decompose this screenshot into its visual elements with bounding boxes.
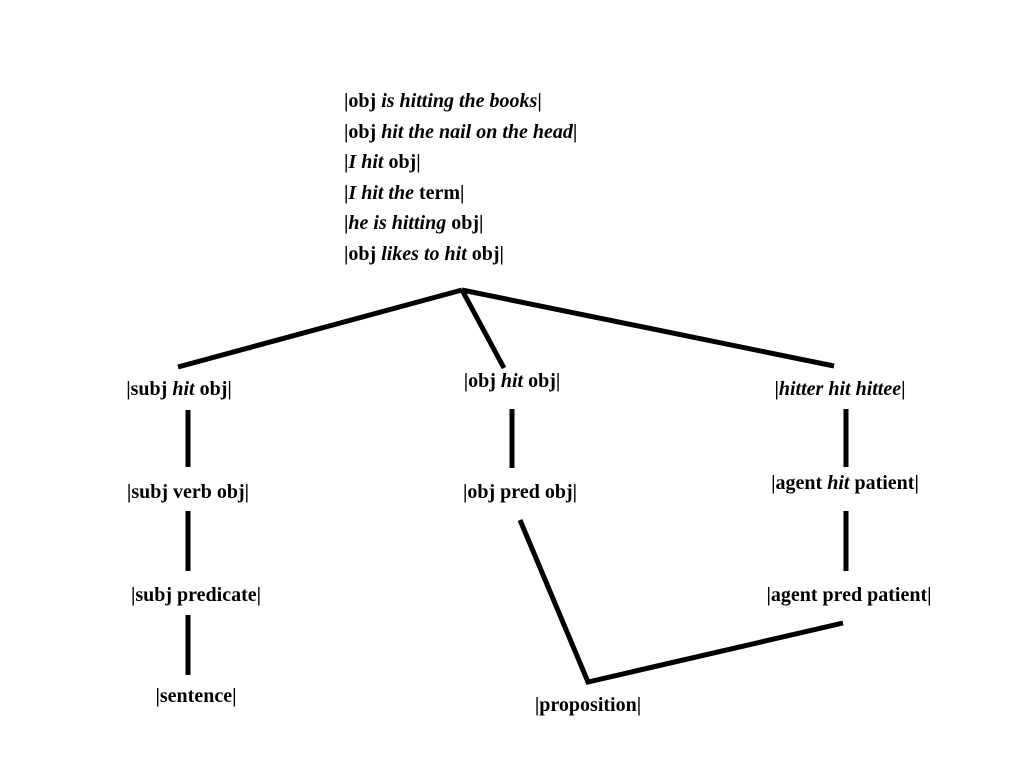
label-italic-segment: hitter hit hittee	[778, 378, 902, 400]
label-italic-segment: I hit the	[348, 181, 414, 204]
label-segment: |agent	[771, 472, 828, 494]
node-subj-hit-obj: |subj hit obj|	[126, 374, 232, 405]
label-segment: |	[344, 212, 349, 234]
label-segment: |obj	[344, 90, 382, 112]
root-expression: |I hit the term|	[344, 178, 577, 209]
edge-root-to-obj-hit-obj	[459, 288, 507, 370]
label-italic-segment: hit	[827, 472, 850, 494]
label-segment: obj|	[523, 370, 561, 392]
root-expression: |obj is hitting the books|	[344, 86, 577, 117]
label-italic-segment: is hitting the books	[381, 90, 538, 112]
label-segment: |subj predicate|	[130, 584, 262, 606]
root-expression: |he is hitting obj|	[344, 208, 577, 239]
label-segment: |	[344, 151, 349, 173]
root-expression: |obj likes to hit obj|	[344, 239, 577, 270]
label-segment: patient|	[849, 472, 919, 494]
label-italic-segment: hit the nail on the head	[381, 120, 573, 143]
label-segment: term|	[413, 181, 465, 204]
label-italic-segment: I hit	[348, 151, 384, 173]
edge-root-to-hitter-hit-hittee	[461, 287, 835, 369]
label-segment: |	[774, 378, 779, 400]
label-segment: |	[901, 378, 906, 400]
label-segment: obj|	[383, 151, 421, 173]
label-segment: |	[537, 90, 542, 112]
label-segment: obj|	[446, 212, 484, 234]
node-obj-hit-obj: |obj hit obj|	[464, 366, 561, 397]
label-segment: obj|	[466, 242, 504, 265]
node-proposition: |proposition|	[535, 690, 641, 721]
label-segment: |proposition|	[534, 694, 642, 716]
label-segment: |	[572, 120, 578, 143]
node-obj-pred-obj: |obj pred obj|	[463, 477, 577, 508]
node-subj-verb-obj: |subj verb obj|	[127, 477, 249, 508]
root-expression-list: |obj is hitting the books| |obj hit the …	[344, 86, 577, 269]
label-italic-segment: hit	[500, 370, 524, 392]
node-agent-hit-patient: |agent hit patient|	[771, 468, 919, 499]
label-segment: |obj	[344, 120, 382, 143]
label-italic-segment: hit	[172, 378, 195, 400]
label-segment: |agent pred patient|	[766, 584, 932, 606]
label-segment: |sentence|	[155, 685, 237, 707]
label-segment: |obj	[344, 242, 382, 265]
label-italic-segment: he is hitting	[348, 212, 447, 234]
label-segment: |subj verb obj|	[126, 481, 250, 503]
node-subj-predicate: |subj predicate|	[131, 580, 261, 611]
label-segment: |obj	[463, 370, 501, 392]
label-segment: |subj	[126, 378, 173, 400]
label-segment: |	[344, 181, 349, 204]
node-sentence: |sentence|	[155, 681, 236, 712]
root-expression: |obj hit the nail on the head|	[344, 117, 577, 148]
edge-obj-pred-obj-to-proposition-to-agent-pred-patient	[517, 519, 844, 685]
node-agent-pred-patient: |agent pred patient|	[766, 580, 931, 611]
node-hitter-hit-hittee: |hitter hit hittee|	[774, 374, 905, 405]
label-segment: |obj pred obj|	[462, 481, 578, 503]
label-segment: obj|	[194, 378, 232, 400]
label-italic-segment: likes to hit	[381, 242, 467, 265]
edge-root-to-subj-hit-obj	[177, 287, 463, 370]
root-expression: |I hit obj|	[344, 147, 577, 178]
